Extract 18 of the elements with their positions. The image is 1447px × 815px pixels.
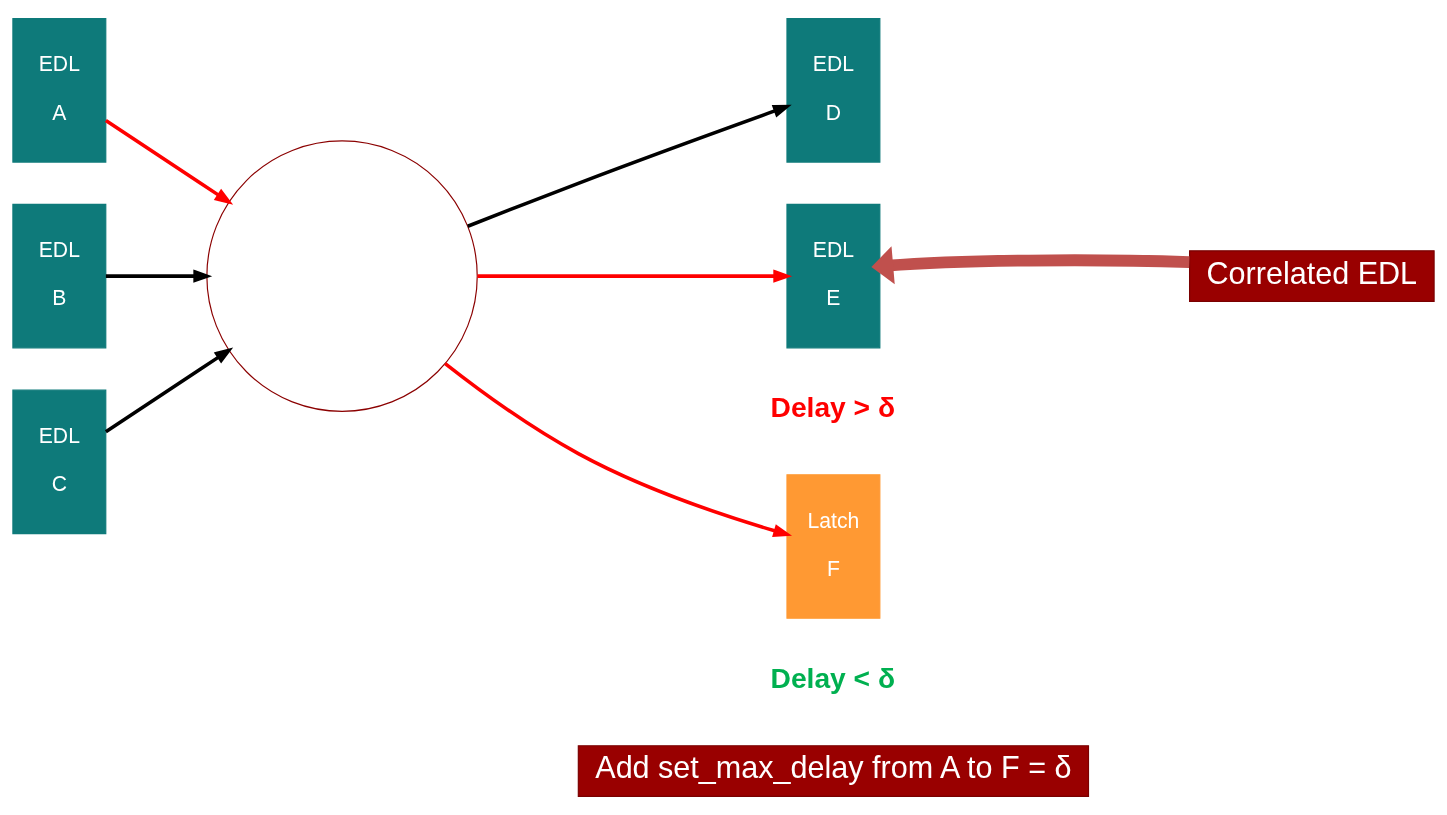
arrow	[477, 269, 793, 283]
label: Delay < δ	[770, 661, 896, 694]
arrow	[444, 362, 793, 537]
arrow	[104, 347, 234, 434]
node-box: EDL C	[12, 389, 107, 535]
node-cloud	[206, 140, 478, 412]
arrow	[467, 104, 792, 228]
node-box: EDL A	[12, 18, 107, 163]
node-box: Latch F	[786, 474, 881, 619]
node-box: EDL B	[12, 203, 107, 349]
node-box: Add set_max_delay from A to F = δ	[577, 745, 1090, 797]
label: Delay > δ	[770, 391, 896, 424]
arrow	[871, 246, 1190, 285]
node-box: EDL E	[786, 203, 881, 349]
arrow	[104, 119, 234, 205]
arrow	[105, 269, 213, 283]
node-box: EDL D	[786, 18, 881, 163]
node-box: Correlated EDL	[1189, 250, 1435, 302]
